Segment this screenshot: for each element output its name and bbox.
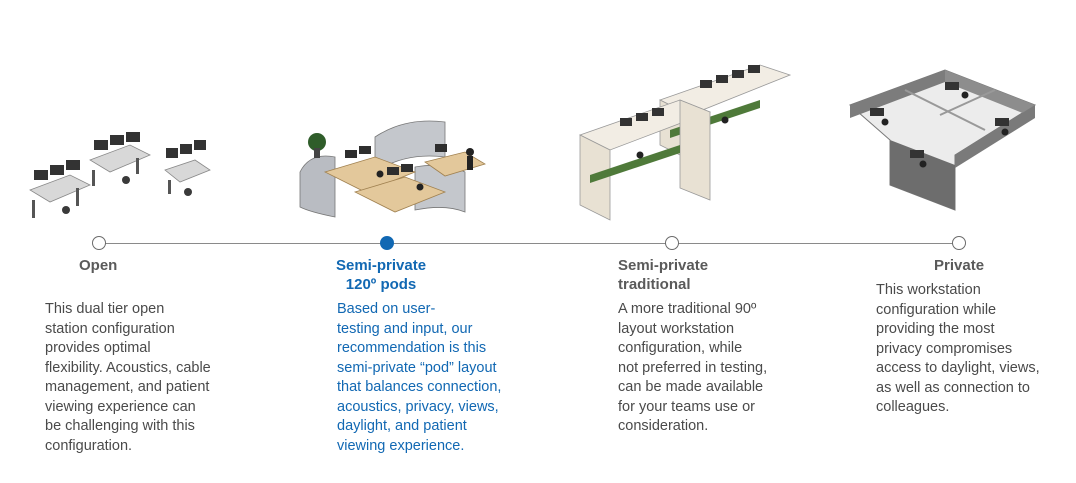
step-title-private: Private [934, 256, 984, 275]
step-title-line: traditional [618, 276, 691, 293]
private-walls [850, 70, 1035, 210]
step-title-semi-private-traditional: Semi-private traditional [618, 256, 708, 294]
pod-people [376, 148, 474, 191]
step-title-line: 120º pods [345, 276, 417, 293]
step-title-line: Semi-private [336, 257, 427, 274]
step-title-line: Semi-private [618, 257, 709, 274]
step-title-open: Open [79, 256, 117, 275]
step-description-open: This dual tier open station configuratio… [45, 301, 211, 454]
step-description-semi-private-traditional: A more traditional 90º layout workstatio… [618, 301, 768, 434]
open-desk-2 [89, 132, 151, 186]
step-description-private: This workstation configuration while pro… [876, 282, 1040, 415]
pod-panels [299, 120, 466, 218]
step-description-semi-private-pods: Based on user- testing and input, our re… [337, 301, 502, 454]
timeline-node-open[interactable] [92, 236, 106, 250]
timeline-node-private[interactable] [952, 236, 966, 250]
open-desk-3 [164, 140, 211, 196]
step-title-semi-private-pods: Semi-private 120º pods [336, 256, 426, 294]
timeline-line [100, 243, 960, 244]
pod-workstations-illustration [299, 120, 486, 218]
open-desk-1 [29, 160, 91, 218]
step-title-line: Private [934, 257, 985, 274]
traditional-workstations-illustration [578, 64, 792, 221]
private-furniture [870, 82, 1009, 168]
step-title-line: Open [79, 257, 118, 274]
timeline-node-semi-private-traditional[interactable] [665, 236, 679, 250]
timeline-node-semi-private-pods[interactable] [380, 236, 394, 250]
open-workstations-illustration [29, 132, 211, 218]
traditional-row-front [578, 99, 729, 221]
pod-plant [308, 133, 326, 158]
pod-monitors [345, 144, 447, 175]
private-workstations-illustration [849, 69, 1037, 211]
